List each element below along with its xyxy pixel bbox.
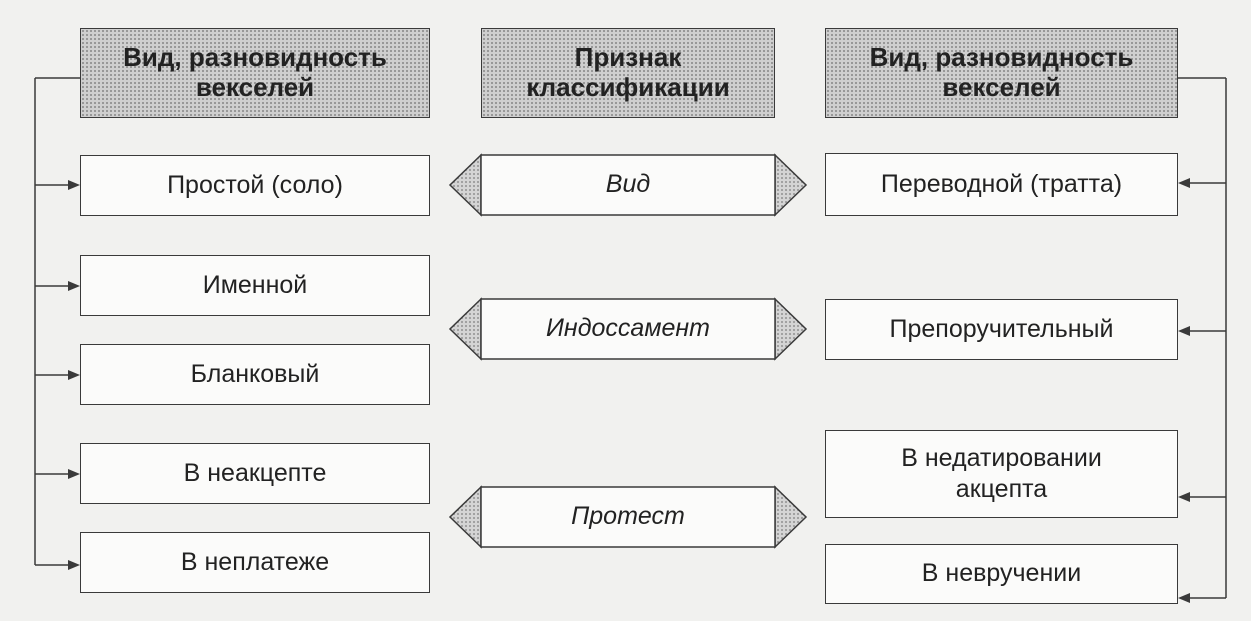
criterion-arrow-1 [448,153,808,217]
left-item-v-neakcepte: В неакцепте [80,443,430,504]
criterion-arrow-2 [448,297,808,361]
right-item-v-nedatirovanii: В недатировании акцепта [825,430,1178,518]
right-item-label: В невручении [921,559,1082,588]
left-item-label: Именной [202,270,308,299]
left-item-label: В неакцепте [183,458,327,487]
left-arrowheads [68,180,80,570]
header-right: Вид, разновидность векселей [825,28,1178,118]
right-bracket [1178,77,1227,599]
right-item-label: В недатировании акцепта [901,443,1102,503]
header-middle-text: Признак классификации [526,42,730,102]
header-middle: Признак классификации [481,28,775,118]
header-left: Вид, разновидность векселей [80,28,430,118]
left-item-label: Простой (соло) [167,170,343,199]
right-item-perevodnoy: Переводной (тратта) [825,153,1178,216]
left-item-imennoy: Именной [80,255,430,316]
criterion-label: Индоссамент [546,314,710,343]
right-item-v-nevruchenii: В невручении [825,544,1178,604]
right-item-label: Переводной (тратта) [880,169,1123,198]
criterion-indossament: Индоссамент [481,299,775,359]
right-item-preporuchitelny: Препоручительный [825,299,1178,360]
criterion-label: Вид [605,170,651,199]
criterion-vid: Вид [481,155,775,215]
criterion-arrow-3 [448,485,808,549]
criterion-protest: Протест [481,487,775,547]
header-left-text: Вид, разновидность векселей [123,42,387,102]
left-item-blankovy: Бланковый [80,344,430,405]
left-item-label: Бланковый [190,359,320,388]
left-item-label: В неплатеже [180,547,330,576]
header-right-text: Вид, разновидность векселей [869,42,1134,102]
left-item-v-neplatezhe: В неплатеже [80,532,430,593]
left-bracket [34,77,80,566]
right-item-label: Препоручительный [889,314,1114,343]
right-arrowheads [1178,178,1190,603]
criterion-label: Протест [571,502,685,531]
left-item-prostoy: Простой (соло) [80,155,430,216]
